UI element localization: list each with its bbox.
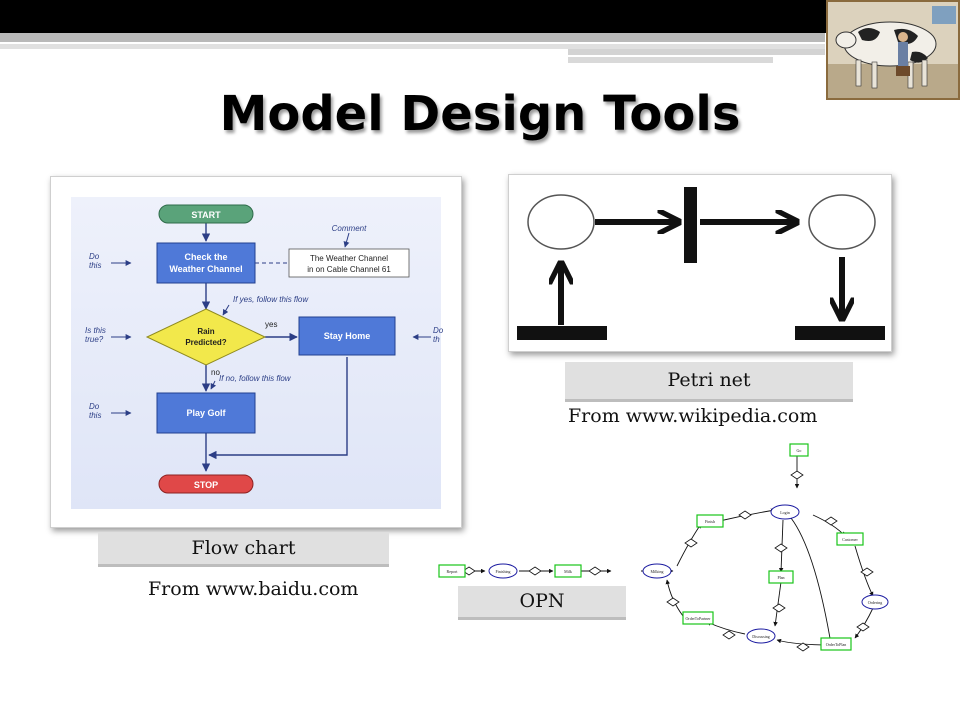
petri-net-source: From www.wikipedia.com bbox=[568, 405, 818, 427]
play-golf-node bbox=[156, 392, 256, 434]
flowchart-source: From www.baidu.com bbox=[148, 578, 359, 600]
is-this-a: Is this bbox=[85, 326, 106, 335]
petri-bar-left bbox=[517, 326, 607, 340]
opn-label-finish: Finish bbox=[705, 519, 715, 524]
check-weather-label-2: Weather Channel bbox=[169, 264, 242, 274]
opn-label-ordering: Ordering bbox=[868, 600, 882, 605]
opn-label-login: Login bbox=[780, 510, 790, 515]
if-no-label: If no, follow this flow bbox=[219, 374, 292, 383]
header-gray-bar bbox=[0, 33, 825, 42]
petri-bar-right bbox=[795, 326, 885, 340]
opn-place bbox=[770, 504, 800, 520]
opn-place bbox=[746, 628, 776, 644]
opn-label-milk: Milk bbox=[564, 569, 572, 574]
opn-transition bbox=[696, 514, 724, 528]
start-node bbox=[158, 204, 254, 224]
do-this-1b: this bbox=[89, 261, 101, 270]
header-gray-bar bbox=[0, 44, 825, 49]
comment-label: Comment bbox=[332, 224, 367, 233]
opn-transition bbox=[820, 637, 852, 651]
is-this-b: true? bbox=[85, 335, 104, 344]
flowchart-caption: Flow chart bbox=[98, 533, 389, 567]
opn-transition bbox=[836, 532, 864, 546]
opn-transition bbox=[682, 611, 714, 625]
header-gray-bar bbox=[568, 49, 825, 55]
opn-transition bbox=[768, 570, 794, 584]
rain-label-2: Predicted? bbox=[185, 338, 226, 347]
opn-diagram-image: Report Finishing Milk Milking Finish Go … bbox=[435, 440, 915, 665]
opn-place bbox=[861, 594, 889, 610]
stop-label: STOP bbox=[194, 480, 218, 490]
opn-label-go: Go bbox=[797, 448, 802, 453]
header-gray-bar bbox=[568, 57, 773, 63]
cow-painting-image bbox=[826, 0, 960, 100]
check-weather-label-1: Check the bbox=[184, 252, 227, 262]
petri-net-diagram bbox=[509, 175, 891, 351]
do-right-b: th bbox=[433, 335, 440, 344]
opn-label-report: Report bbox=[447, 569, 459, 574]
opn-caption: OPN bbox=[458, 586, 626, 620]
opn-label-order-to-partner: OrderToPartner bbox=[685, 616, 711, 621]
opn-transition bbox=[438, 564, 466, 578]
rain-label-1: Rain bbox=[197, 327, 214, 336]
header-black-bar bbox=[0, 0, 960, 33]
stay-home-label: Stay Home bbox=[324, 331, 371, 341]
opn-transition bbox=[789, 443, 809, 457]
do-right-a: Do bbox=[433, 326, 444, 335]
play-golf-label: Play Golf bbox=[186, 408, 226, 418]
petri-place-right bbox=[808, 194, 876, 250]
opn-label-order-to-plan: OrderToPlan bbox=[826, 642, 847, 647]
do-this-2b: this bbox=[89, 411, 101, 420]
start-label: START bbox=[191, 210, 221, 220]
opn-label-discussing: Discussing bbox=[752, 634, 770, 639]
stay-home-node bbox=[298, 316, 396, 356]
comment-box bbox=[288, 248, 410, 278]
opn-label-finishing: Finishing bbox=[495, 569, 510, 574]
flowchart-image: START Check the Weather Channel The Weat… bbox=[50, 176, 462, 528]
stop-node bbox=[158, 474, 254, 494]
no-label: no bbox=[211, 368, 220, 377]
yes-label: yes bbox=[265, 320, 277, 329]
cow-painting-illustration bbox=[828, 2, 958, 98]
petri-place-left bbox=[527, 194, 595, 250]
petri-net-caption: Petri net bbox=[565, 362, 853, 402]
comment-box-line-1: The Weather Channel bbox=[310, 254, 388, 263]
petri-transition bbox=[684, 187, 697, 263]
opn-diagram: Report Finishing Milk Milking Finish Go … bbox=[438, 443, 889, 652]
opn-transition bbox=[554, 564, 582, 578]
slide-title: Model Design Tools bbox=[219, 86, 741, 142]
opn-place bbox=[488, 563, 518, 579]
do-this-2a: Do bbox=[89, 402, 100, 411]
opn-label-customer: Customer bbox=[842, 537, 858, 542]
check-weather-node bbox=[156, 242, 256, 284]
rain-decision-node bbox=[145, 308, 267, 366]
comment-box-line-2: in on Cable Channel 61 bbox=[307, 265, 391, 274]
do-this-1a: Do bbox=[89, 252, 100, 261]
opn-place bbox=[642, 563, 672, 579]
flowchart-diagram: START Check the Weather Channel The Weat… bbox=[71, 197, 444, 509]
opn-label-plan: Plan bbox=[777, 575, 784, 580]
opn-label-milking: Milking bbox=[651, 569, 664, 574]
if-yes-label: If yes, follow this flow bbox=[233, 295, 309, 304]
petri-net-image bbox=[508, 174, 892, 352]
